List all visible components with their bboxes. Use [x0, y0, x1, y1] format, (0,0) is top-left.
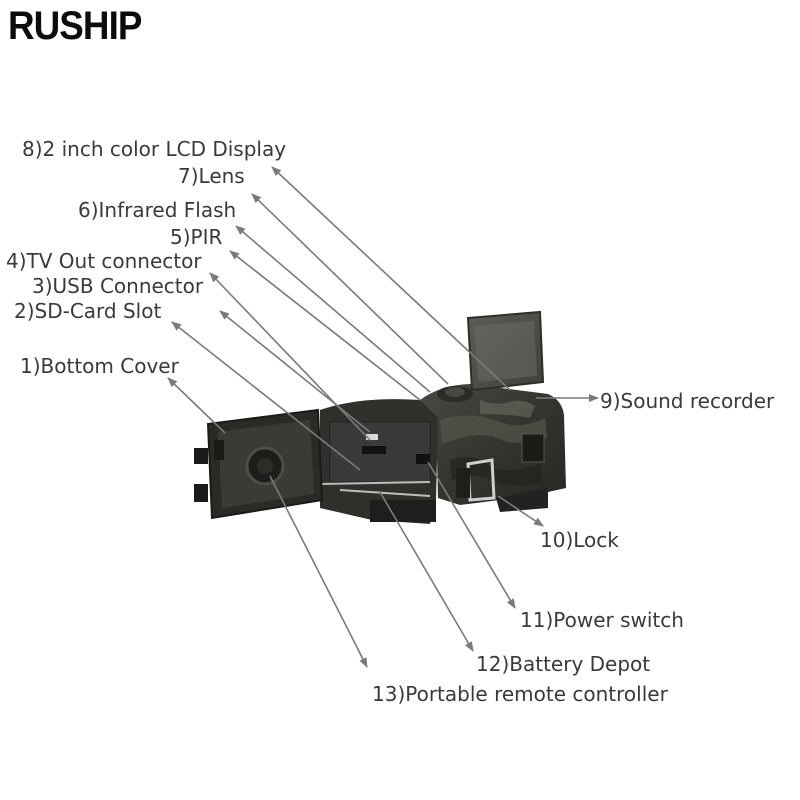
arrow-remote-controller: [269, 475, 368, 668]
label-lens: 7)Lens: [178, 164, 245, 188]
inner-compartment: [319, 399, 438, 524]
bottom-cover: [194, 408, 324, 520]
label-power-switch: 11)Power switch: [520, 608, 684, 632]
label-tv-out: 4)TV Out connector: [6, 249, 202, 273]
callout-arrows: [167, 166, 599, 668]
brand-logo: RUSHIP: [8, 4, 142, 48]
label-remote-controller: 13)Portable remote controller: [372, 682, 668, 706]
arrow-infrared: [235, 225, 431, 393]
arrow-bottom-cover: [167, 377, 226, 434]
label-sound-recorder: 9)Sound recorder: [600, 389, 775, 413]
label-bottom-cover: 1)Bottom Cover: [20, 354, 179, 378]
label-pir: 5)PIR: [170, 225, 223, 249]
arrow-sd-card: [171, 321, 361, 471]
arrow-pir: [229, 250, 421, 401]
arrow-battery-depot: [379, 491, 474, 652]
arrow-lcd: [271, 166, 511, 391]
lcd-screen: [466, 310, 545, 392]
arrow-lens: [251, 193, 449, 385]
camera-body: [420, 384, 566, 512]
arrow-tv-out: [209, 272, 371, 441]
label-battery-depot: 12)Battery Depot: [476, 652, 651, 676]
label-lock: 10)Lock: [540, 528, 619, 552]
arrow-usb: [219, 310, 371, 433]
label-infrared-flash: 6)Infrared Flash: [78, 198, 237, 222]
label-lcd-display: 8)2 inch color LCD Display: [22, 137, 287, 161]
arrow-lock: [497, 495, 544, 527]
label-sd-card: 2)SD-Card Slot: [14, 299, 162, 323]
label-usb: 3)USB Connector: [32, 274, 204, 298]
arrow-power-switch: [427, 461, 516, 609]
